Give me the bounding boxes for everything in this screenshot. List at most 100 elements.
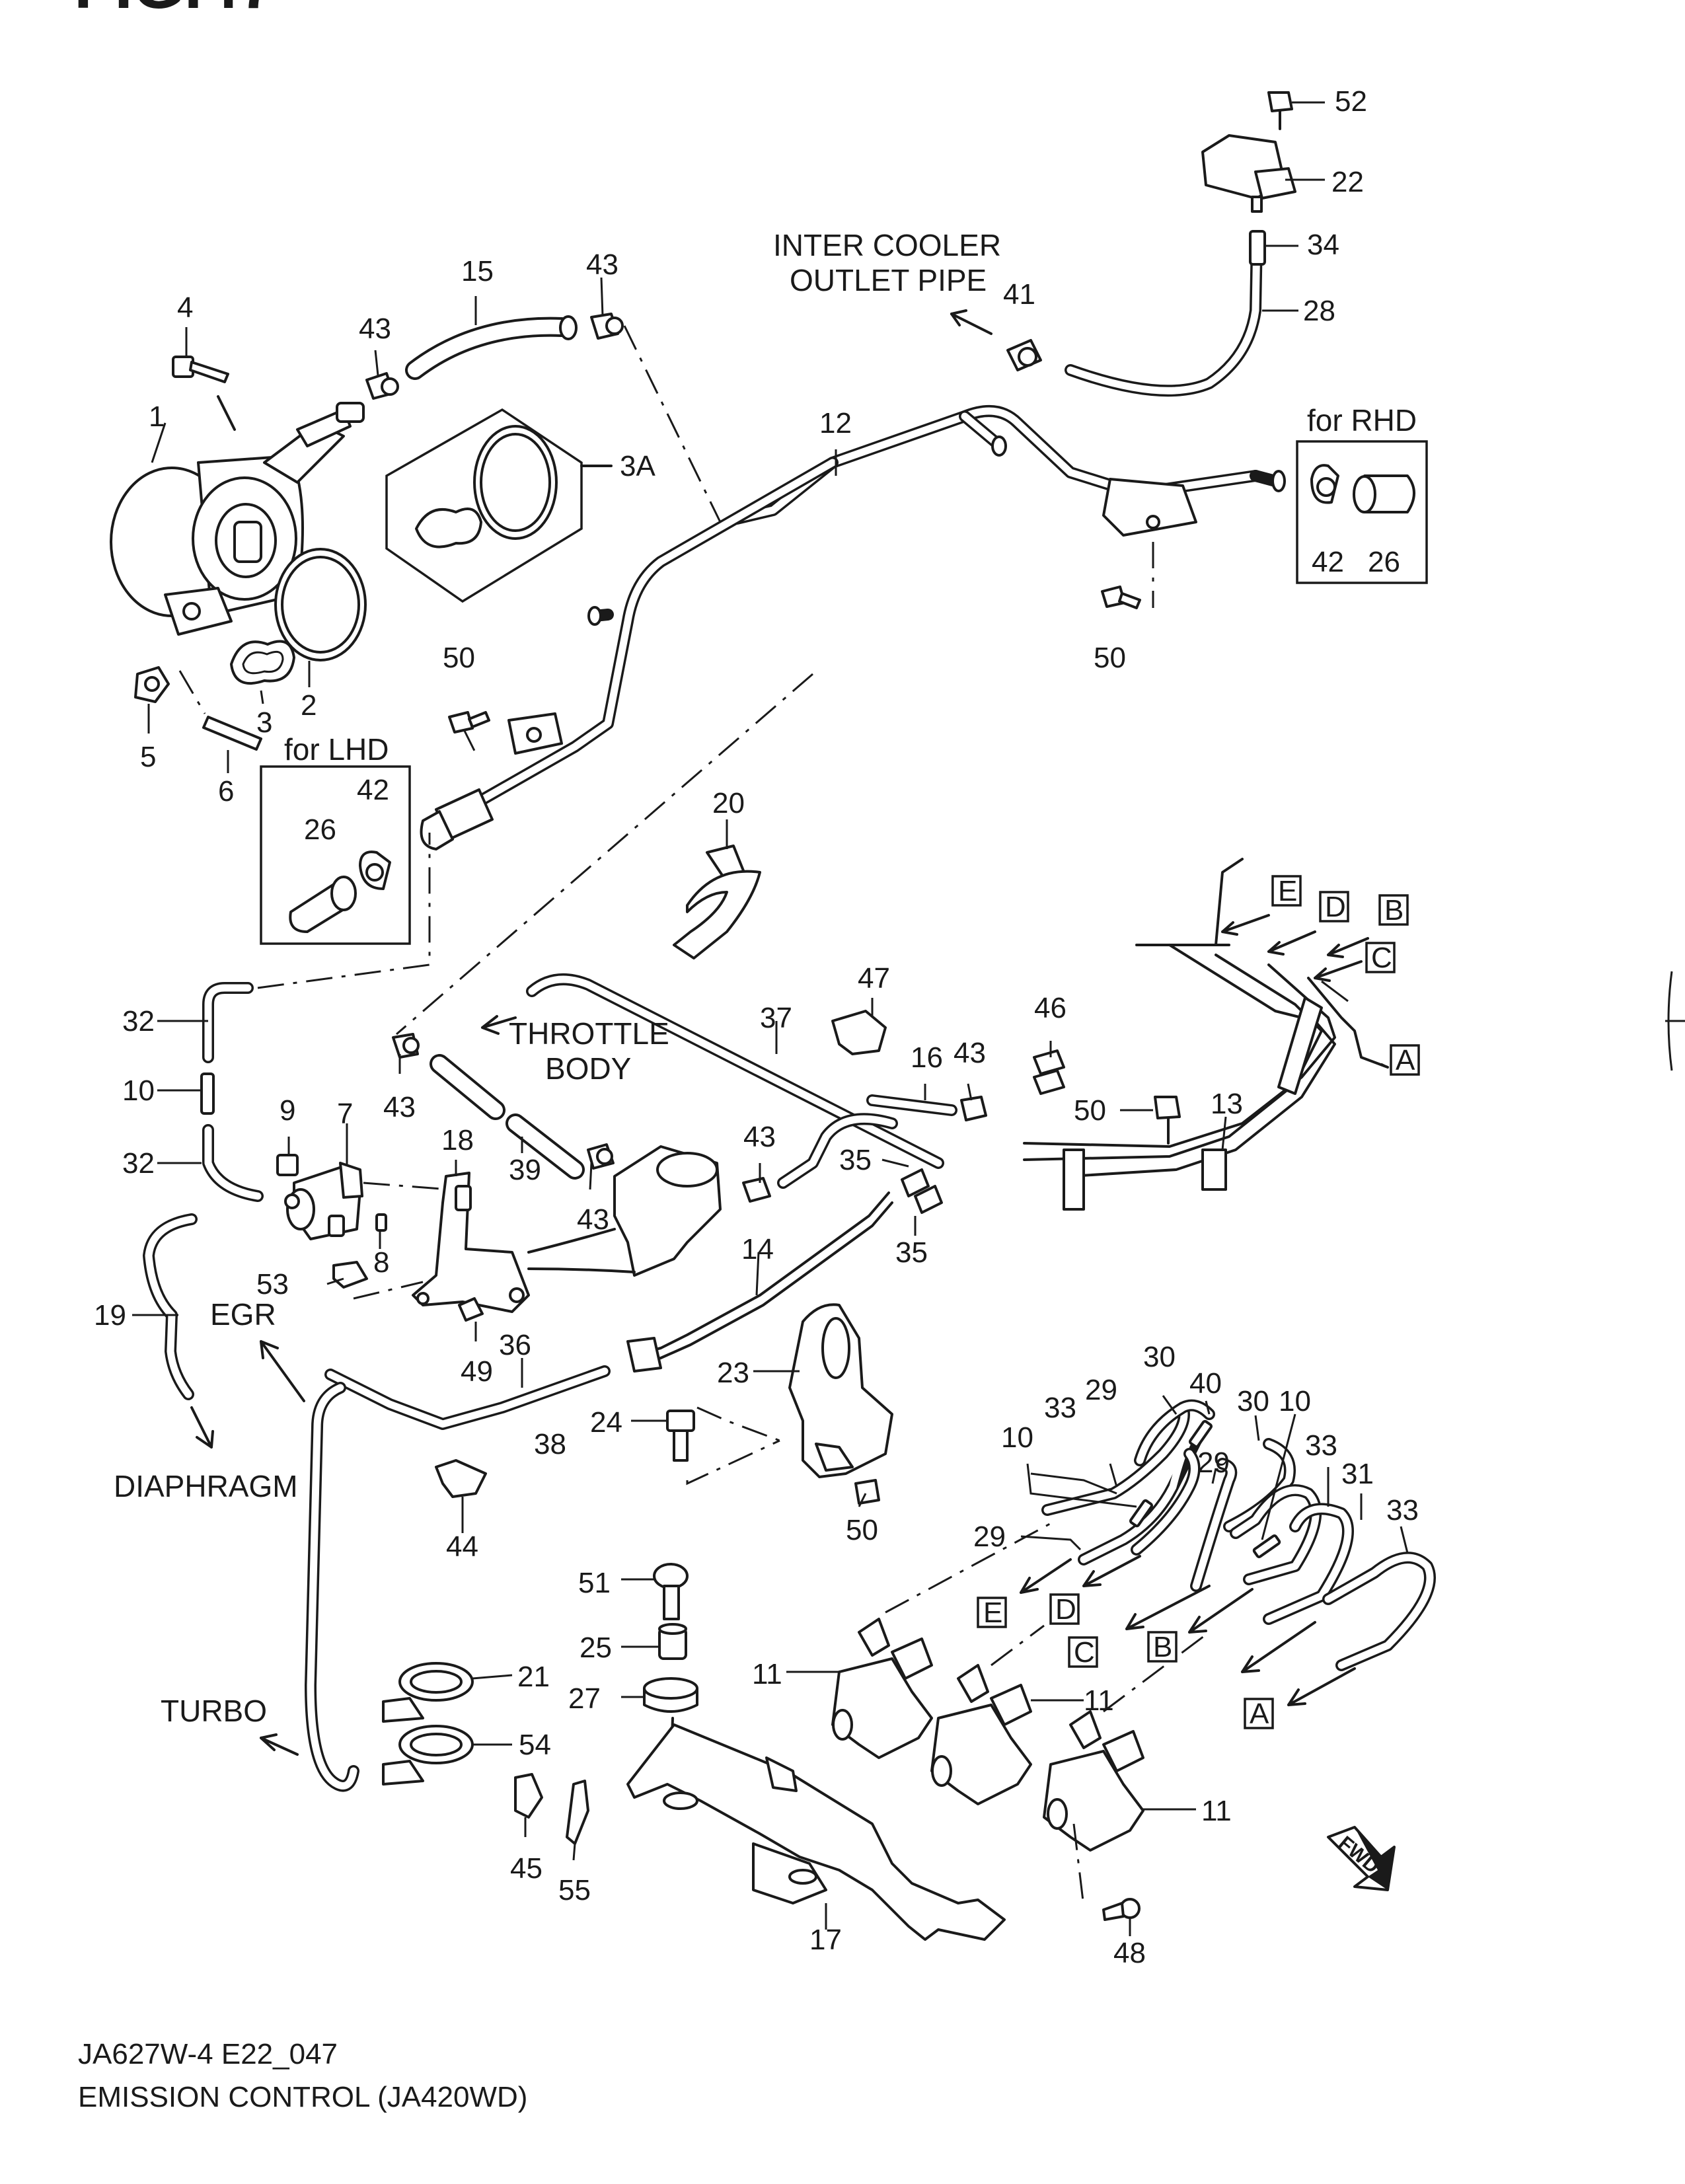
part-label-41: 41 <box>1003 278 1035 311</box>
footer-code: JA627W-4 E22_047 <box>78 2038 338 2070</box>
letter-tags: E D B C A E D C <box>977 875 1420 1730</box>
part-label-33-c: 33 <box>1386 1494 1419 1526</box>
egr-label: EGR <box>210 1297 276 1332</box>
part-label-12: 12 <box>819 407 852 439</box>
part-label-30-a: 30 <box>1143 1341 1176 1373</box>
svg-text:D: D <box>1325 891 1346 923</box>
hose <box>777 1113 898 1189</box>
part-label-10-c: 10 <box>1001 1421 1033 1454</box>
bolt <box>1102 1898 1141 1921</box>
vacuum-hoses <box>1041 1399 1436 1671</box>
part-label-26-rhd: 26 <box>1368 546 1400 578</box>
part-label-29-c: 29 <box>973 1521 1006 1553</box>
svg-text:B: B <box>1153 1631 1172 1663</box>
part-label-7: 7 <box>337 1098 353 1130</box>
diaphragm-label: DIAPHRAGM <box>114 1469 298 1503</box>
connector <box>901 1168 943 1214</box>
svg-text:D: D <box>1055 1593 1076 1626</box>
part-label-16: 16 <box>911 1041 943 1074</box>
part-label-10-b: 10 <box>1279 1385 1311 1417</box>
part-label-35-b: 35 <box>895 1236 928 1269</box>
part-label-43-a: 43 <box>586 248 618 281</box>
for-rhd-label: for RHD <box>1307 403 1417 437</box>
leader-lines <box>132 101 1409 1936</box>
part-label-30-b: 30 <box>1237 1385 1269 1417</box>
part-label-31: 31 <box>1341 1458 1374 1490</box>
hose <box>202 1124 264 1202</box>
part-label-17: 17 <box>809 1924 842 1956</box>
tag-a-top: A <box>1390 1044 1420 1076</box>
bolt <box>276 1154 299 1176</box>
footer-title: EMISSION CONTROL (JA420WD) <box>78 2081 527 2113</box>
clip <box>435 1459 487 1498</box>
part-label-47: 47 <box>858 962 890 995</box>
part-label-50-a: 50 <box>443 642 475 674</box>
tag-e-top: E <box>1271 875 1302 907</box>
part-label-38: 38 <box>534 1428 566 1460</box>
part-label-26-lhd: 26 <box>304 813 336 846</box>
part-label-48: 48 <box>1113 1937 1146 1969</box>
rhd-inset-box <box>1296 440 1428 584</box>
part-label-42-rhd: 42 <box>1312 546 1344 578</box>
vacuum-line <box>633 1191 890 1356</box>
vacuum-tube-harness <box>1023 858 1389 1211</box>
svg-text:A: A <box>1250 1698 1269 1730</box>
part-label-13: 13 <box>1211 1088 1243 1120</box>
part-label-25: 25 <box>580 1632 612 1664</box>
part-label-22: 22 <box>1331 166 1364 198</box>
pipe <box>420 405 1286 850</box>
turbo-label: TURBO <box>161 1694 267 1728</box>
egr-valve-assembly <box>110 395 365 636</box>
part-label-44: 44 <box>446 1530 478 1563</box>
part-label-2: 2 <box>301 689 317 722</box>
part-label-45: 45 <box>510 1852 543 1885</box>
clamp <box>382 1725 474 1786</box>
screw <box>375 1213 387 1232</box>
part-label-43-c: 43 <box>954 1037 986 1069</box>
hose-bracket <box>673 845 761 960</box>
part-label-37: 37 <box>760 1002 792 1034</box>
stud <box>202 716 262 751</box>
hose <box>430 1054 585 1180</box>
bracket <box>788 1303 893 1478</box>
hose-clamp <box>392 1033 420 1059</box>
clip <box>566 1780 589 1845</box>
hose <box>1065 230 1266 397</box>
part-label-21: 21 <box>517 1661 550 1693</box>
bolt <box>458 1297 484 1322</box>
part-label-3a: 3A <box>620 450 655 482</box>
solenoid-valve <box>831 1618 933 1759</box>
part-label-9: 9 <box>280 1094 295 1127</box>
part-label-50-c: 50 <box>1074 1094 1106 1127</box>
part-label-15: 15 <box>461 255 494 287</box>
part-label-39: 39 <box>509 1154 541 1186</box>
part-number-labels: 52 22 34 28 41 12 43 15 43 4 1 3A 2 3 5 … <box>94 85 1419 1969</box>
nut <box>332 1261 368 1289</box>
solenoid-valve <box>930 1664 1032 1805</box>
hose <box>405 315 578 380</box>
tag-e-bottom: E <box>977 1597 1007 1629</box>
bracket <box>412 1172 530 1313</box>
part-label-8: 8 <box>373 1246 389 1279</box>
part-label-34: 34 <box>1307 229 1339 261</box>
bolt <box>653 1563 689 1620</box>
hose-clamp <box>587 1143 615 1170</box>
tag-c-bottom: C <box>1068 1636 1098 1669</box>
part-label-50-d: 50 <box>846 1514 878 1546</box>
svg-text:E: E <box>1278 875 1297 907</box>
connector <box>200 1073 215 1115</box>
nut <box>134 666 170 703</box>
hose <box>202 982 254 1063</box>
hose-clamp <box>960 1096 987 1121</box>
tag-c-top: C <box>1365 942 1396 974</box>
clamp <box>382 1662 474 1723</box>
solenoid-valve <box>1043 1710 1144 1852</box>
bolt <box>854 1479 880 1505</box>
for-lhd-label: for LHD <box>284 732 389 767</box>
clip <box>514 1773 543 1819</box>
part-label-1: 1 <box>149 400 165 433</box>
part-label-3: 3 <box>256 706 272 739</box>
part-label-4: 4 <box>177 291 193 324</box>
part-label-29-a: 29 <box>1085 1374 1117 1406</box>
hose <box>143 1213 198 1400</box>
